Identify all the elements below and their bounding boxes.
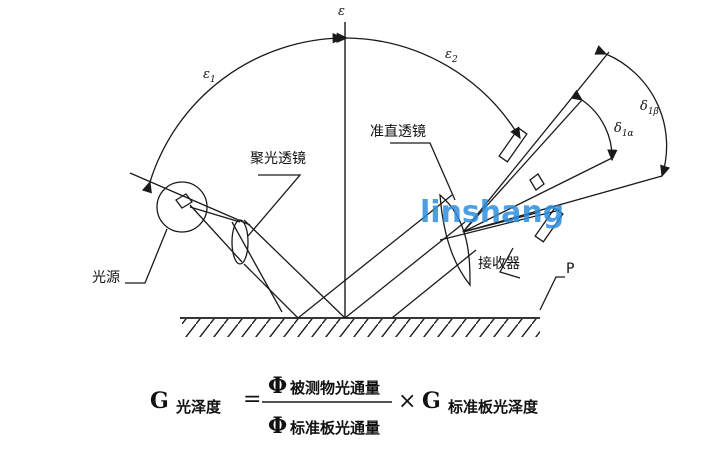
formula-g: G (150, 388, 169, 414)
formula-phi-num: Φ (268, 373, 287, 399)
light-source-assembly (125, 172, 346, 319)
delta1b-label: δ1β (640, 99, 659, 117)
condenser-lens (231, 219, 249, 265)
sample-surface (180, 317, 540, 337)
collimator-lens (439, 193, 471, 287)
eps1-label: ε1 (203, 67, 216, 85)
eps2-label: ε2 (445, 47, 458, 65)
brand-watermark: linshang (420, 195, 564, 230)
formula-times: × (398, 389, 416, 414)
receiver-slit-top (498, 127, 528, 163)
formula-num-text: 被测物光通量 (290, 379, 380, 397)
formula-phi-den: Φ (268, 413, 287, 439)
receiver-slit-bottom (534, 207, 564, 243)
formula-lhs-sub: 光泽度 (175, 398, 222, 416)
normal-label: ε (338, 4, 345, 19)
light-source-label: 光源 (92, 270, 120, 286)
condenser-lens-label: 聚光透镜 (250, 151, 306, 167)
receiver-label: 接收器 (478, 255, 520, 272)
aperture-arcs (570, 45, 671, 178)
plane-label: P (566, 261, 574, 277)
gloss-formula: G 光泽度 = Φ 被测物光通量 Φ 标准板光通量 × G 标准板光泽度 (150, 373, 539, 439)
angle-arc (141, 32, 521, 194)
collimator-lens-label: 准直透镜 (370, 123, 426, 140)
formula-rhs-sub: 标准板光泽度 (447, 398, 539, 416)
formula-den-text: 标准板光通量 (289, 419, 380, 437)
reflected-beams (297, 51, 663, 319)
delta1a-label: δ1α (614, 121, 634, 139)
formula-equals: = (243, 387, 261, 412)
formula-g2: G (422, 388, 441, 414)
